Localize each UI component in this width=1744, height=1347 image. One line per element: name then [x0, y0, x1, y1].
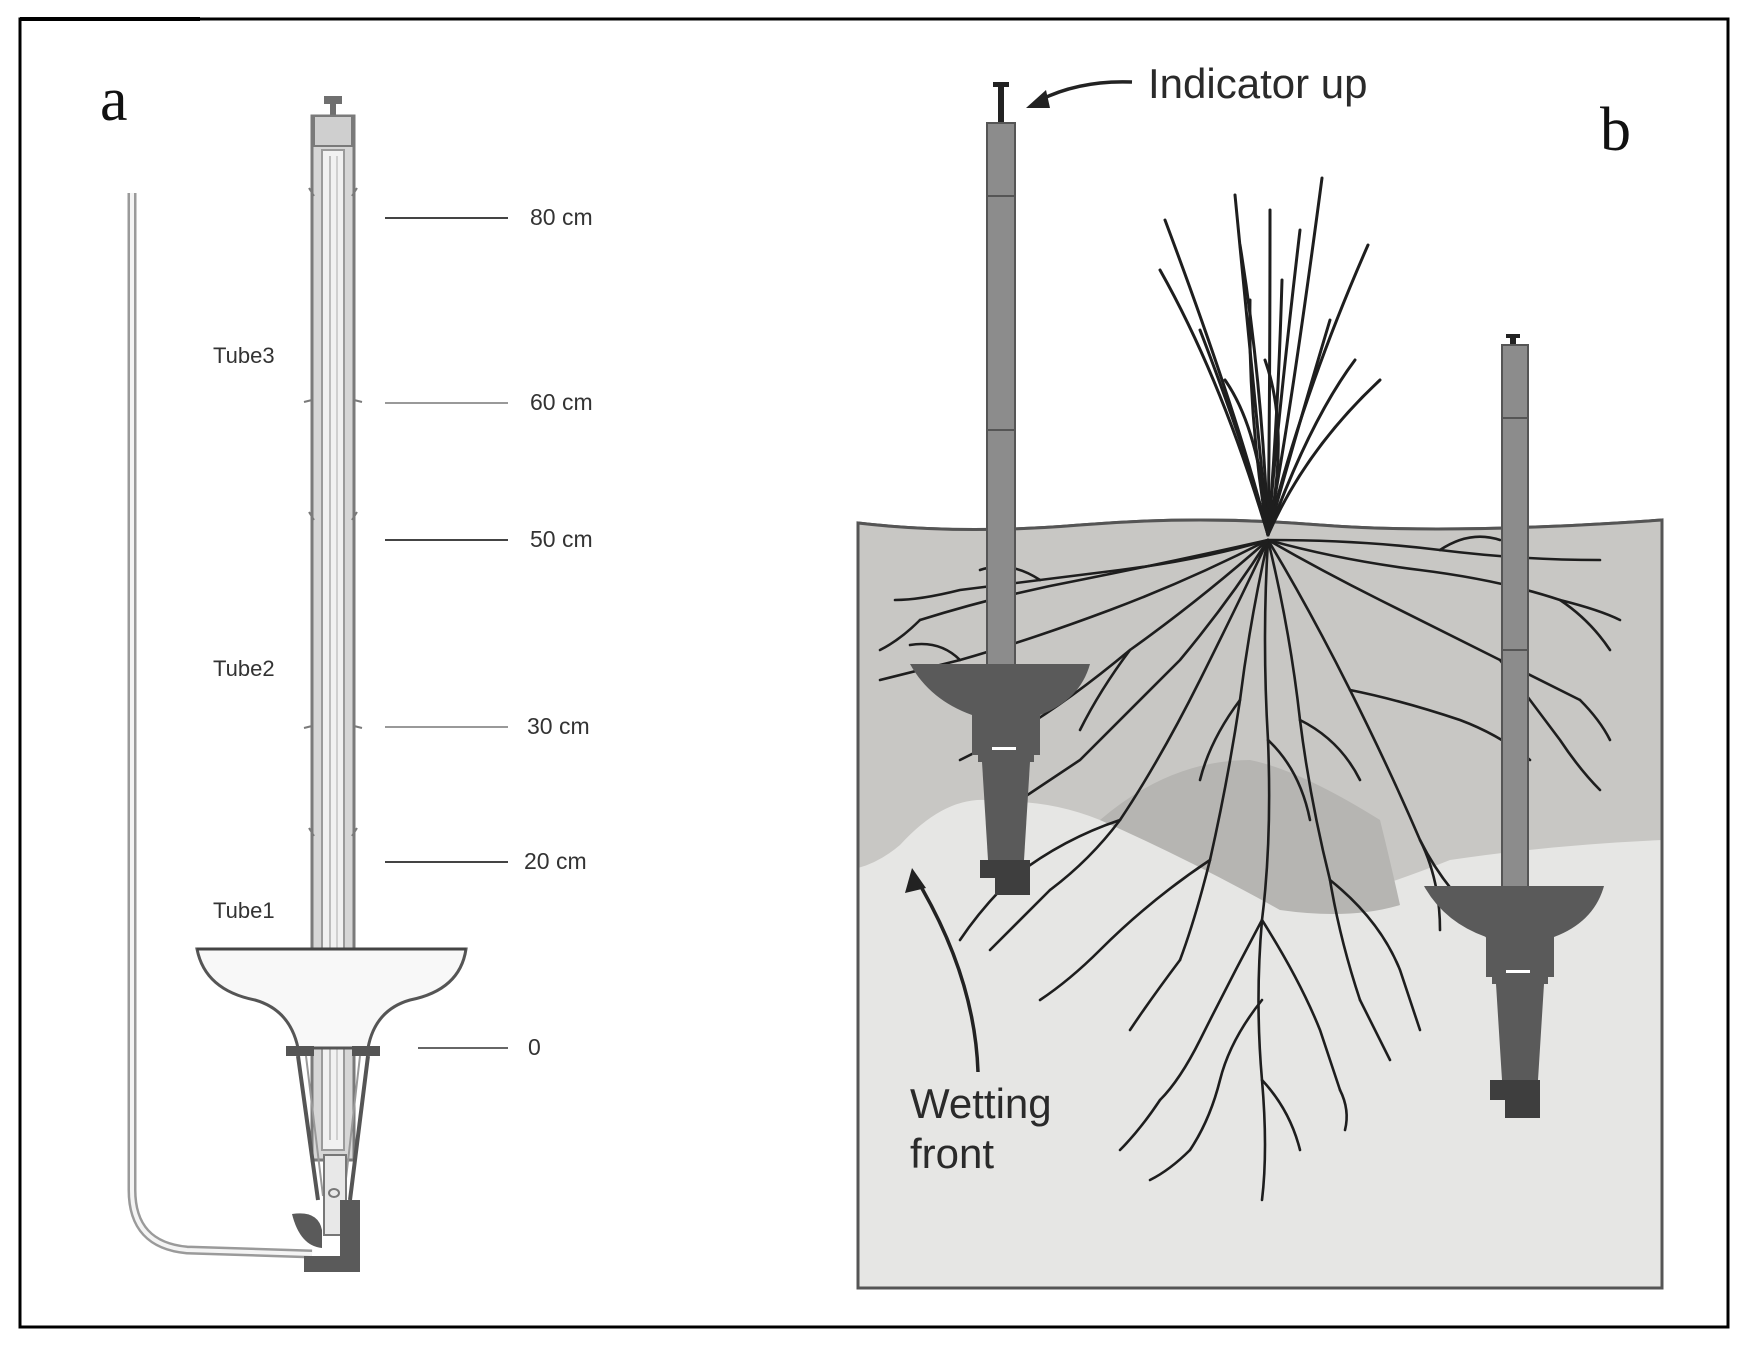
- depth-label-0: 0: [528, 1034, 541, 1060]
- right-funnel: [1424, 886, 1604, 977]
- left-detector: [910, 82, 1090, 895]
- foot-block: [292, 1154, 360, 1272]
- wetting-front-label-line1: Wetting: [910, 1080, 1052, 1127]
- wetted-zone: [1100, 760, 1400, 914]
- moist-soil-layer: [858, 520, 1662, 910]
- depth-label-30: 30 cm: [527, 713, 590, 739]
- left-funnel: [910, 664, 1090, 755]
- tube2-label: Tube2: [213, 656, 275, 681]
- depth-label-50: 50 cm: [530, 526, 593, 552]
- right-detector-tube: [1501, 344, 1529, 888]
- panel-b-letter: b: [1600, 96, 1631, 164]
- plant-leaves: [1158, 176, 1382, 537]
- depth-ticks: [385, 217, 508, 1049]
- panel-b: b: [856, 60, 1664, 1290]
- panel-a-letter: a: [100, 66, 128, 134]
- wetting-front-arrow: [918, 884, 980, 1073]
- depth-label-80: 80 cm: [530, 204, 593, 230]
- indicator-up-label: Indicator up: [1148, 60, 1367, 107]
- wetting-front-label-line2: front: [910, 1130, 994, 1177]
- plant-roots: [878, 535, 1622, 1202]
- right-detector: [1424, 334, 1604, 1118]
- left-indicator-rod: [998, 84, 1004, 124]
- right-indicator-rod: [1510, 336, 1516, 346]
- indicator-arrow: [1039, 80, 1133, 102]
- funnel-a: [195, 947, 468, 1201]
- tube1-label: Tube1: [213, 898, 275, 923]
- tube-joints: [303, 187, 363, 837]
- panel-a: a 80 cm 60 cm: [100, 66, 593, 1272]
- depth-label-20: 20 cm: [524, 848, 587, 874]
- depth-label-60: 60 cm: [530, 389, 593, 415]
- indicator-knob: [324, 96, 342, 104]
- tube3-label: Tube3: [213, 343, 275, 368]
- left-detector-tube: [986, 122, 1016, 666]
